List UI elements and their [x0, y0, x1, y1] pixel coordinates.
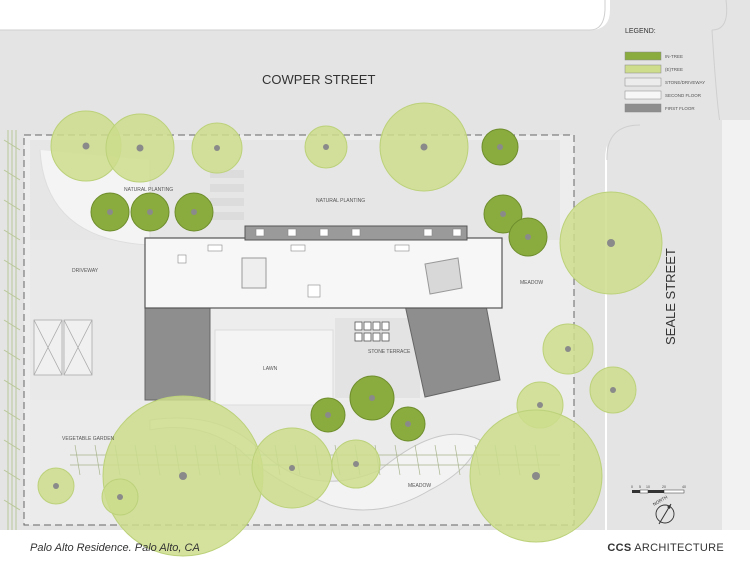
- legend-label: FIRST FLOOR: [665, 106, 695, 111]
- tree-trunks: [53, 142, 616, 500]
- garage-slabs: [33, 319, 93, 376]
- scale-tick-label: 10: [646, 485, 650, 489]
- scale-tick-label: 0: [631, 485, 633, 489]
- house: [144, 225, 503, 401]
- natural-planting-label-2: NATURAL PLANTING: [316, 198, 365, 204]
- new-trees: [90, 128, 548, 442]
- scale-tick-labels: 0 5 10 20 40: [631, 485, 686, 489]
- firm-caption: CCS ARCHITECTURE: [607, 542, 724, 554]
- street-corner-curve: [606, 124, 641, 161]
- legend-swatch: [624, 64, 662, 74]
- meadow-label-1: MEADOW: [520, 280, 543, 286]
- skylights: [177, 228, 462, 298]
- legend-swatch: [624, 103, 662, 113]
- scale-tick-label: 40: [682, 485, 686, 489]
- legend-label: (E)TREE: [665, 67, 683, 72]
- natural-planting-label-1: NATURAL PLANTING: [124, 187, 173, 193]
- roof-skylight-square: [424, 257, 463, 295]
- driveway-label: DRIVEWAY: [72, 268, 99, 274]
- legend-label: SECOND FLOOR: [665, 93, 702, 98]
- scale-tick-label: 20: [662, 485, 666, 489]
- legend-swatch: [624, 51, 662, 61]
- legend-swatch: [624, 90, 662, 100]
- front-steps: [210, 170, 244, 220]
- meadow-label-2: MEADOW: [408, 483, 431, 489]
- first-floor-left-wing: [144, 299, 211, 401]
- cowper-street-label: COWPER STREET: [262, 72, 375, 87]
- scale-bar: 0 5 10 20 40: [631, 485, 686, 494]
- seale-street-label: SEALE STREET: [663, 248, 678, 345]
- legend-items: IN-TREE (E)TREE STONE/DRIVEWAY SECOND FLOOR…: [624, 51, 705, 113]
- legend-title: LEGEND:: [625, 28, 656, 35]
- lawn-area: [214, 329, 334, 406]
- scale-tick-label: 5: [639, 485, 641, 489]
- seale-street-center: [722, 120, 750, 530]
- legend-label: IN-TREE: [665, 54, 683, 59]
- firm-name-rest: ARCHITECTURE: [631, 542, 724, 554]
- vegetable-garden-label: VEGETABLE GARDEN: [62, 436, 115, 442]
- legend: LEGEND: IN-TREE (E)TREE STONE/DRIVEWAY SECO…: [624, 28, 705, 113]
- lot-line: [23, 134, 575, 526]
- firm-name-bold: CCS: [607, 542, 632, 554]
- project-caption: Palo Alto Residence. Palo Alto, CA: [30, 542, 200, 554]
- legend-label: STONE/DRIVEWAY: [665, 80, 705, 85]
- legend-swatch: [624, 77, 662, 87]
- left-hedge: [3, 130, 21, 530]
- terrace-furniture: [354, 321, 390, 342]
- stone-terrace-label: STONE TERRACE: [368, 349, 411, 355]
- roof-solar-panel: [241, 257, 267, 289]
- lawn-label: LAWN: [263, 366, 278, 372]
